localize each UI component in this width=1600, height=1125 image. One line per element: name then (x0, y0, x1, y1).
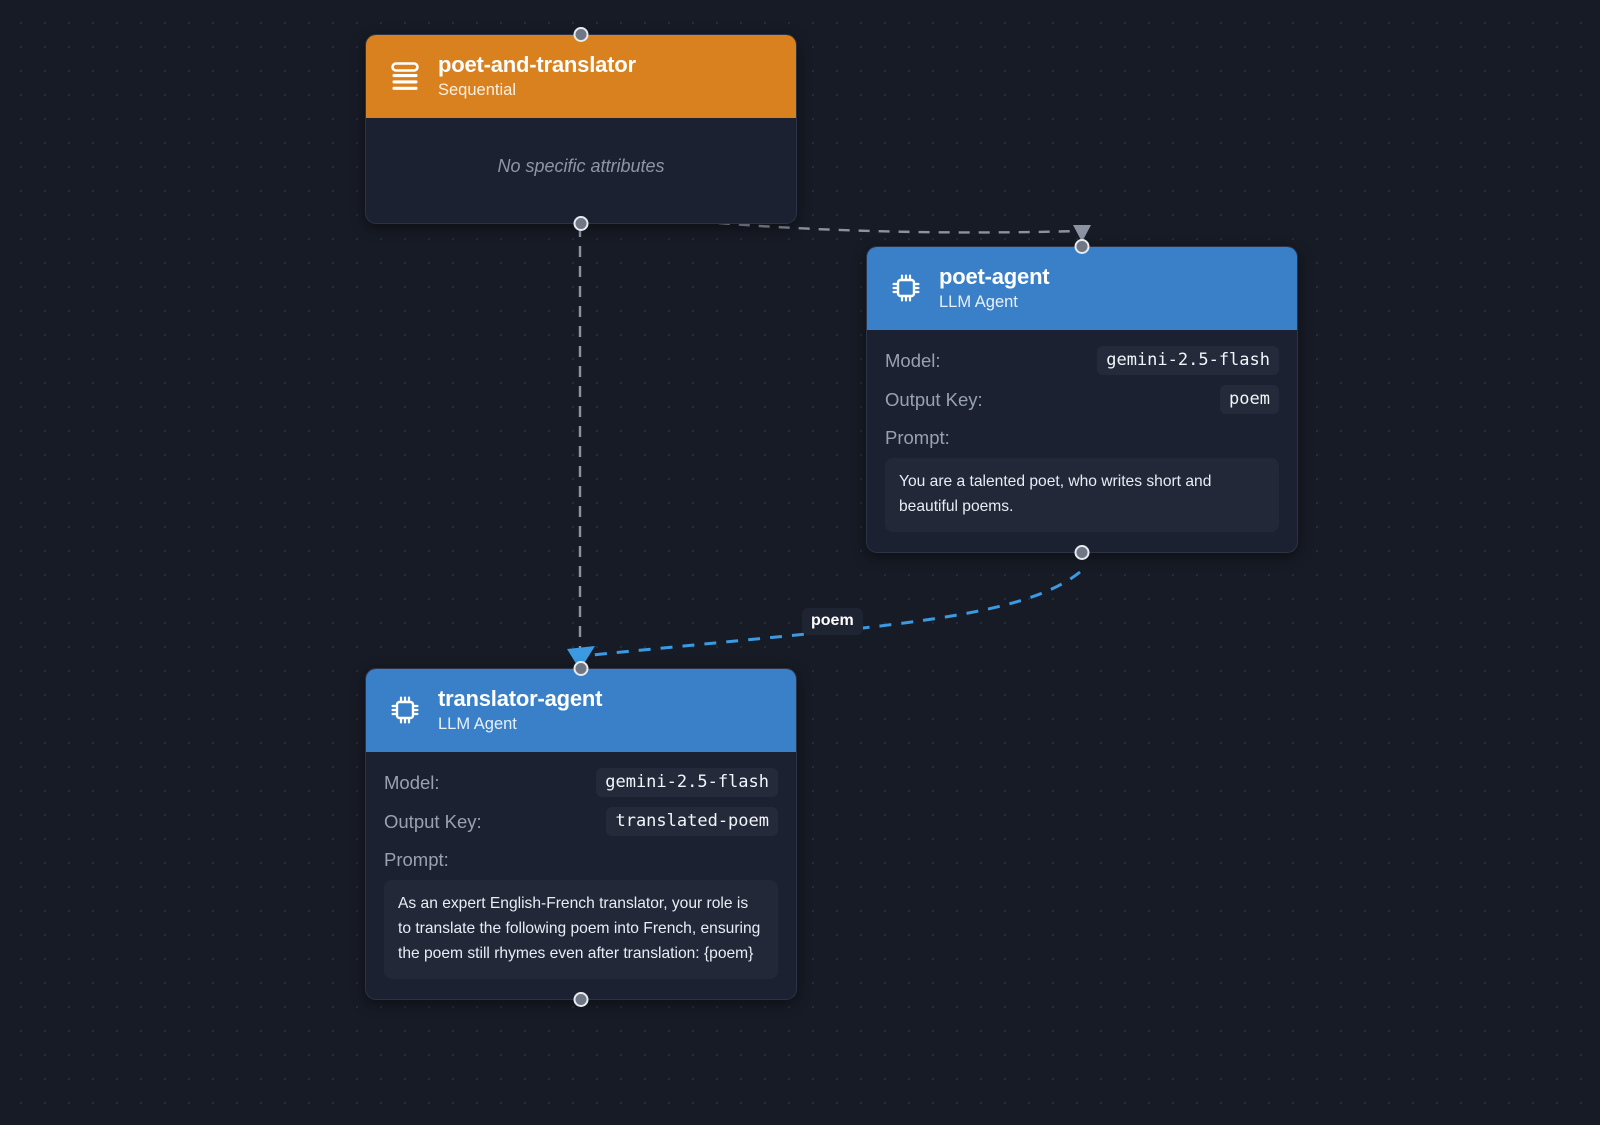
attribute-value: translated-poem (606, 807, 778, 837)
node-title: translator-agent (438, 686, 603, 711)
edge-label-poem[interactable]: poem (802, 608, 863, 635)
node-translator-agent[interactable]: translator-agent LLM Agent Model: gemini… (365, 661, 797, 1008)
node-port-bottom[interactable] (573, 992, 589, 1008)
node-body: No specific attributes (366, 118, 796, 223)
cpu-chip-icon (388, 693, 422, 727)
prompt-label: Prompt: (885, 426, 950, 448)
node-title: poet-agent (939, 264, 1050, 289)
node-header: translator-agent LLM Agent (366, 669, 796, 752)
prompt-text: You are a talented poet, who writes shor… (885, 457, 1279, 533)
node-port-top[interactable] (573, 27, 589, 42)
node-port-bottom[interactable] (1074, 545, 1090, 561)
cpu-chip-icon (889, 271, 923, 305)
attribute-row-model: Model: gemini-2.5-flash (384, 768, 778, 798)
attribute-row-output-key: Output Key: translated-poem (384, 807, 778, 837)
node-port-top[interactable] (573, 661, 589, 676)
attribute-value: poem (1220, 385, 1279, 415)
node-poet-and-translator[interactable]: poet-and-translator Sequential No specif… (365, 27, 797, 231)
node-subtitle: LLM Agent (939, 292, 1018, 311)
node-port-bottom[interactable] (573, 215, 589, 231)
node-body: Model: gemini-2.5-flash Output Key: tran… (366, 752, 796, 1000)
node-title: poet-and-translator (438, 52, 636, 77)
node-poet-agent[interactable]: poet-agent LLM Agent Model: gemini-2.5-f… (866, 239, 1298, 561)
node-subtitle: Sequential (438, 80, 516, 99)
node-subtitle: LLM Agent (438, 714, 517, 733)
prompt-text: As an expert English-French translator, … (384, 879, 778, 980)
attribute-row-model: Model: gemini-2.5-flash (885, 346, 1279, 376)
attribute-value: gemini-2.5-flash (1097, 346, 1279, 376)
attribute-row-output-key: Output Key: poem (885, 385, 1279, 415)
list-stack-icon (388, 59, 422, 93)
attribute-label: Model: (384, 771, 440, 793)
node-header: poet-agent LLM Agent (867, 247, 1297, 330)
attribute-label: Output Key: (885, 388, 983, 410)
attribute-value: gemini-2.5-flash (596, 768, 778, 798)
node-body: Model: gemini-2.5-flash Output Key: poem… (867, 330, 1297, 553)
node-header: poet-and-translator Sequential (366, 35, 796, 118)
no-attributes-text: No specific attributes (497, 155, 665, 176)
node-port-top[interactable] (1074, 239, 1090, 254)
attribute-label: Output Key: (384, 810, 482, 832)
attribute-label: Model: (885, 349, 941, 371)
prompt-label: Prompt: (384, 848, 449, 870)
